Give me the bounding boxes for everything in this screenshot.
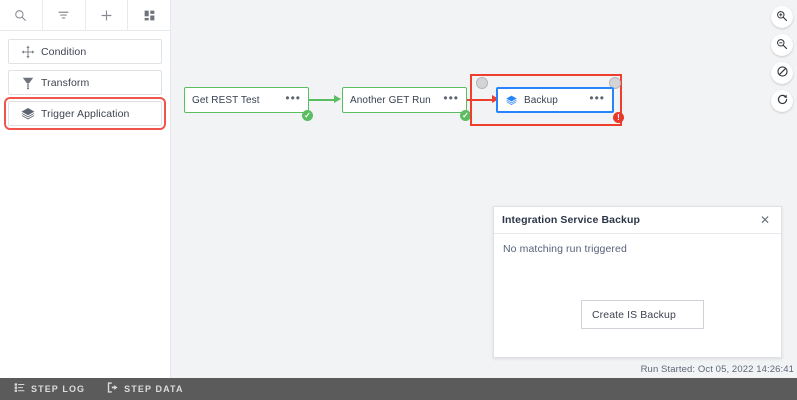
list-icon [14, 382, 25, 396]
palette-item-list: Condition Transform [0, 31, 170, 130]
connector-edge-2 [467, 99, 494, 101]
refresh-button[interactable] [771, 90, 793, 112]
run-started-status: Run Started: Oct 05, 2022 14:26:41 [640, 364, 794, 375]
palette-item-condition[interactable]: Condition [8, 39, 162, 64]
layers-icon [15, 106, 41, 122]
close-icon[interactable]: ✕ [759, 213, 771, 227]
status-badge-success: ✓ [302, 110, 313, 121]
zoom-in-icon [776, 10, 788, 25]
palette-toolbar [0, 0, 170, 31]
connector-arrow-2 [492, 95, 499, 103]
palette-item-label: Transform [41, 76, 90, 89]
connector-edge-1 [309, 99, 335, 101]
step-log-label: STEP LOG [31, 384, 86, 394]
create-is-backup-button[interactable]: Create IS Backup [581, 300, 704, 329]
selection-handle-top-right[interactable] [609, 77, 621, 89]
palette-panel: Condition Transform [0, 0, 171, 378]
step-data-label: STEP DATA [124, 384, 184, 394]
search-icon-button[interactable] [0, 0, 43, 30]
zoom-reset-icon [776, 65, 789, 81]
palette-item-label: Trigger Application [41, 107, 130, 120]
status-badge-error: ! [613, 112, 624, 123]
layers-icon [505, 94, 518, 107]
grid-icon [143, 9, 156, 22]
funnel-icon [15, 75, 41, 91]
zoom-in-button[interactable] [771, 6, 793, 28]
bottom-status-bar: STEP LOG STEP DATA [0, 378, 797, 400]
workflow-node-label: Get REST Test [192, 94, 260, 106]
plus-icon-button[interactable] [85, 0, 129, 30]
plus-icon [100, 9, 113, 22]
detail-panel-header: Integration Service Backup ✕ [494, 207, 781, 234]
filter-icon-button[interactable] [42, 0, 86, 30]
zoom-toolbar [771, 6, 793, 112]
search-icon [14, 9, 27, 22]
grid-icon-button[interactable] [128, 0, 170, 30]
detail-panel-title: Integration Service Backup [502, 214, 640, 226]
check-icon: ✓ [304, 110, 311, 120]
detail-panel-body: No matching run triggered Create IS Back… [494, 234, 781, 357]
check-icon: ✓ [462, 110, 469, 120]
step-log-button[interactable]: STEP LOG [14, 382, 85, 396]
connector-arrow-1 [334, 95, 341, 103]
node-selection-frame [470, 74, 622, 126]
workflow-canvas[interactable]: Get REST Test ••• ✓ Another GET Run ••• … [171, 0, 797, 378]
branch-icon [15, 44, 41, 60]
main-body: Condition Transform [0, 0, 797, 378]
palette-item-trigger-application[interactable]: Trigger Application [4, 97, 166, 130]
workflow-node-get-rest-test[interactable]: Get REST Test ••• [184, 87, 309, 113]
detail-panel-message: No matching run triggered [503, 243, 627, 255]
workflow-node-label: Another GET Run [350, 94, 431, 106]
exclamation-icon: ! [617, 112, 620, 122]
palette-item-label: Condition [41, 45, 87, 58]
zoom-out-button[interactable] [771, 34, 793, 56]
workflow-node-backup[interactable]: Backup ••• [496, 87, 614, 113]
refresh-icon [776, 93, 789, 109]
export-icon [107, 382, 118, 396]
step-data-button[interactable]: STEP DATA [107, 382, 183, 396]
node-menu-icon[interactable]: ••• [443, 91, 459, 105]
zoom-out-icon [776, 38, 788, 53]
selection-handle-top-left[interactable] [476, 77, 488, 89]
status-badge-success: ✓ [460, 110, 471, 121]
palette-item-transform[interactable]: Transform [8, 70, 162, 95]
zoom-reset-button[interactable] [771, 62, 793, 84]
filter-icon [57, 9, 70, 22]
node-menu-icon[interactable]: ••• [285, 91, 301, 105]
workflow-node-another-get-run[interactable]: Another GET Run ••• [342, 87, 467, 113]
workflow-node-label: Backup [524, 94, 558, 106]
detail-panel: Integration Service Backup ✕ No matching… [493, 206, 782, 358]
node-menu-icon[interactable]: ••• [589, 91, 605, 105]
